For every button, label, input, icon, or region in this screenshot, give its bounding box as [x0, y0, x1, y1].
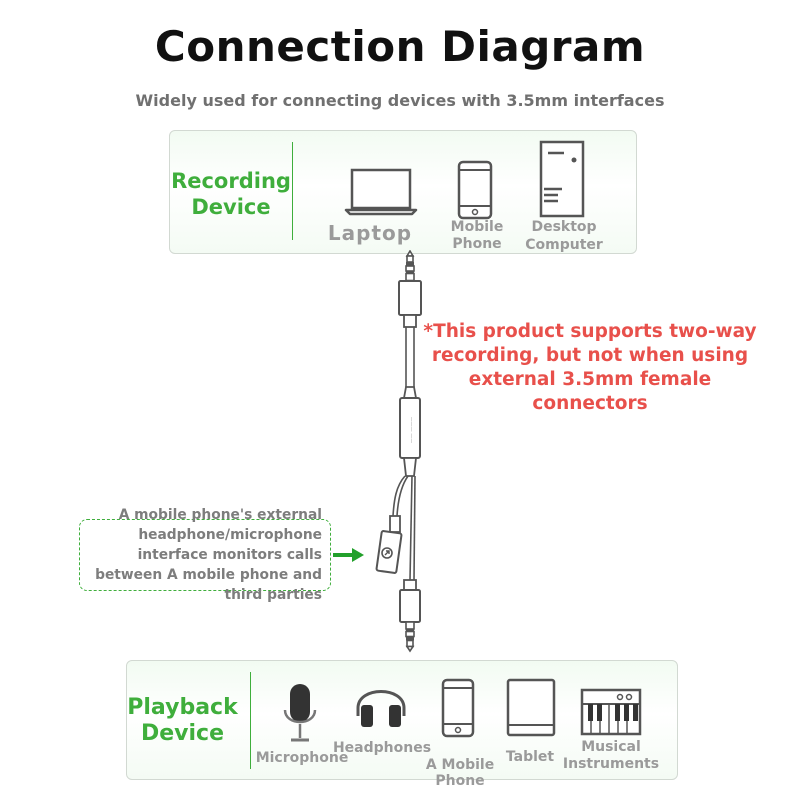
- device-label-desktop-computer: Desktop Computer: [518, 218, 610, 254]
- device-label-musical-line2: Instruments: [562, 756, 660, 772]
- note-line3: external 3.5mm female: [468, 369, 712, 390]
- recording-label-line2: Device: [191, 195, 271, 219]
- note-line2: recording, but not when using: [431, 345, 749, 366]
- recording-divider: [292, 142, 293, 240]
- desktop-computer-icon: [539, 140, 585, 218]
- device-label-musical-line1: Musical: [581, 739, 641, 755]
- mobile-phone-icon: [441, 678, 475, 738]
- page-title: Connection Diagram: [154, 22, 646, 71]
- device-label-a-mobile-line1: A Mobile: [425, 757, 495, 773]
- recording-device-label: Recording Device: [170, 168, 292, 220]
- monitor-line1: A mobile phone's external: [118, 507, 322, 523]
- device-label-mobile-phone: Mobile Phone: [446, 219, 508, 253]
- monitor-line2: headphone/microphone: [138, 527, 322, 543]
- playback-device-label: Playback Device: [125, 695, 240, 747]
- two-way-recording-note: *This product supports two-way recording…: [410, 320, 770, 416]
- monitor-callout-text: A mobile phone's external headphone/micr…: [80, 505, 322, 605]
- mobile-phone-icon: [457, 160, 493, 220]
- recording-label-line1: Recording: [171, 169, 291, 193]
- device-label-mobile-phone-line2: Phone: [452, 236, 502, 252]
- device-label-a-mobile-line2: Phone: [435, 773, 485, 789]
- playback-label-line1: Playback: [127, 695, 238, 720]
- device-label-desktop-line2: Computer: [525, 237, 603, 253]
- monitor-line3: interface monitors calls: [137, 547, 322, 563]
- device-label-microphone: Microphone: [255, 750, 349, 766]
- device-label-musical-instruments: Musical Instruments: [560, 739, 662, 773]
- playback-label-line2: Device: [140, 721, 225, 746]
- female-jack-connector: [375, 515, 403, 574]
- adapter-cable-diagram: ——— ——: [375, 250, 422, 653]
- note-line4: connectors: [532, 393, 648, 414]
- tablet-icon: [506, 678, 556, 737]
- device-label-mobile-phone-line1: Mobile: [450, 219, 504, 235]
- monitor-callout-box: [79, 519, 331, 591]
- microphone-icon: [283, 684, 317, 742]
- monitor-line5: third parties: [224, 587, 322, 603]
- headphones-icon: [356, 690, 406, 727]
- musical-instruments-icon: [580, 688, 642, 736]
- note-line1: *This product supports two-way: [423, 321, 757, 342]
- device-label-tablet: Tablet: [505, 749, 555, 765]
- page-subtitle: Widely used for connecting devices with …: [135, 91, 665, 110]
- monitor-line4: between A mobile phone and: [95, 567, 322, 583]
- splitter-body: ——— ——: [399, 386, 421, 477]
- device-label-headphones: Headphones: [332, 740, 432, 756]
- svg-text:——— ——: ——— ——: [408, 417, 414, 444]
- arrow-right-icon: [333, 548, 364, 562]
- bottom-plug-connector: [399, 579, 421, 653]
- playback-divider: [250, 672, 251, 769]
- device-label-laptop: Laptop: [327, 221, 413, 245]
- device-label-a-mobile-phone: A Mobile Phone: [420, 757, 500, 789]
- top-plug-connector: [398, 250, 422, 328]
- laptop-icon: [344, 168, 418, 216]
- device-label-desktop-line1: Desktop: [531, 219, 597, 235]
